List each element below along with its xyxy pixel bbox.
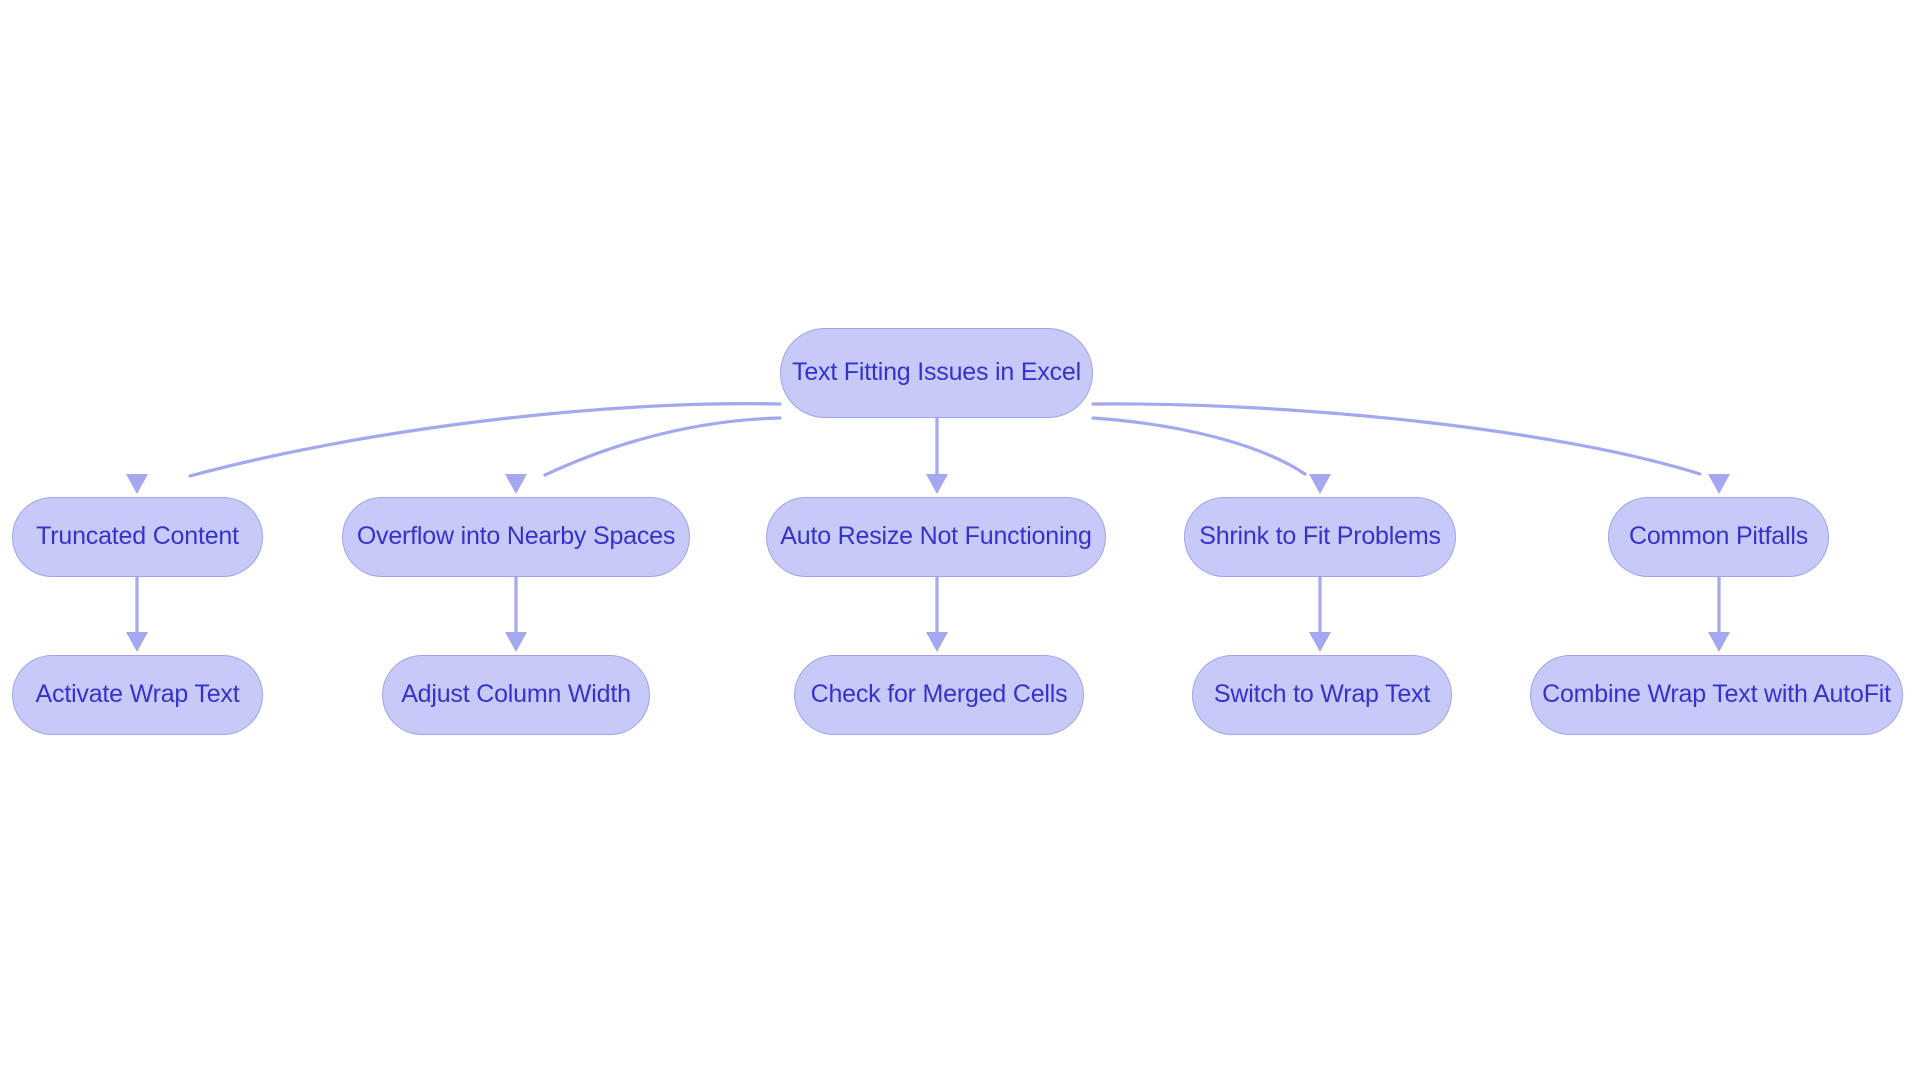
node-label: Switch to Wrap Text: [1213, 679, 1431, 708]
node-label: Overflow into Nearby Spaces: [356, 521, 676, 550]
edge-line: [1091, 416, 1307, 476]
node-label: Adjust Column Width: [401, 679, 631, 708]
flowchart-edge: [926, 416, 948, 494]
arrowhead-icon: [1309, 474, 1331, 494]
issue-node-issue-2[interactable]: Overflow into Nearby Spaces: [342, 497, 690, 577]
node-label: Auto Resize Not Functioning: [780, 521, 1092, 550]
flowchart-edge: [505, 575, 527, 652]
issue-node-issue-3[interactable]: Auto Resize Not Functioning: [766, 497, 1106, 577]
arrowhead-icon: [126, 474, 148, 494]
edge-line: [543, 416, 782, 477]
node-label: Check for Merged Cells: [810, 679, 1068, 708]
arrowhead-icon: [1708, 632, 1730, 652]
flowchart-edge: [505, 416, 782, 494]
edge-line: [1091, 402, 1702, 476]
arrowhead-icon: [505, 632, 527, 652]
root-node-root[interactable]: Text Fitting Issues in Excel: [780, 328, 1093, 418]
node-label: Text Fitting Issues in Excel: [792, 357, 1081, 386]
solution-node-solution-4[interactable]: Switch to Wrap Text: [1192, 655, 1452, 735]
flowchart-edge: [926, 575, 948, 652]
arrowhead-icon: [126, 632, 148, 652]
flowchart-edge: [1708, 575, 1730, 652]
solution-node-solution-3[interactable]: Check for Merged Cells: [794, 655, 1084, 735]
flowchart-edge: [1091, 402, 1730, 494]
arrowhead-icon: [926, 474, 948, 494]
arrowhead-icon: [926, 632, 948, 652]
solution-node-solution-2[interactable]: Adjust Column Width: [382, 655, 650, 735]
edge-line: [188, 402, 782, 478]
flowchart-edge: [1091, 416, 1331, 494]
issue-node-issue-5[interactable]: Common Pitfalls: [1608, 497, 1829, 577]
arrowhead-icon: [1708, 474, 1730, 494]
node-label: Activate Wrap Text: [35, 679, 240, 708]
issue-node-issue-1[interactable]: Truncated Content: [12, 497, 263, 577]
flowchart-edge: [126, 402, 782, 494]
node-label: Truncated Content: [36, 521, 239, 550]
node-label: Combine Wrap Text with AutoFit: [1542, 679, 1891, 708]
solution-node-solution-1[interactable]: Activate Wrap Text: [12, 655, 263, 735]
issue-node-issue-4[interactable]: Shrink to Fit Problems: [1184, 497, 1456, 577]
arrowhead-icon: [505, 474, 527, 494]
flowchart-edge: [1309, 575, 1331, 652]
node-label: Shrink to Fit Problems: [1199, 521, 1441, 550]
arrowhead-icon: [1309, 632, 1331, 652]
solution-node-solution-5[interactable]: Combine Wrap Text with AutoFit: [1530, 655, 1903, 735]
node-label: Common Pitfalls: [1629, 521, 1808, 550]
flowchart-edge: [126, 575, 148, 652]
